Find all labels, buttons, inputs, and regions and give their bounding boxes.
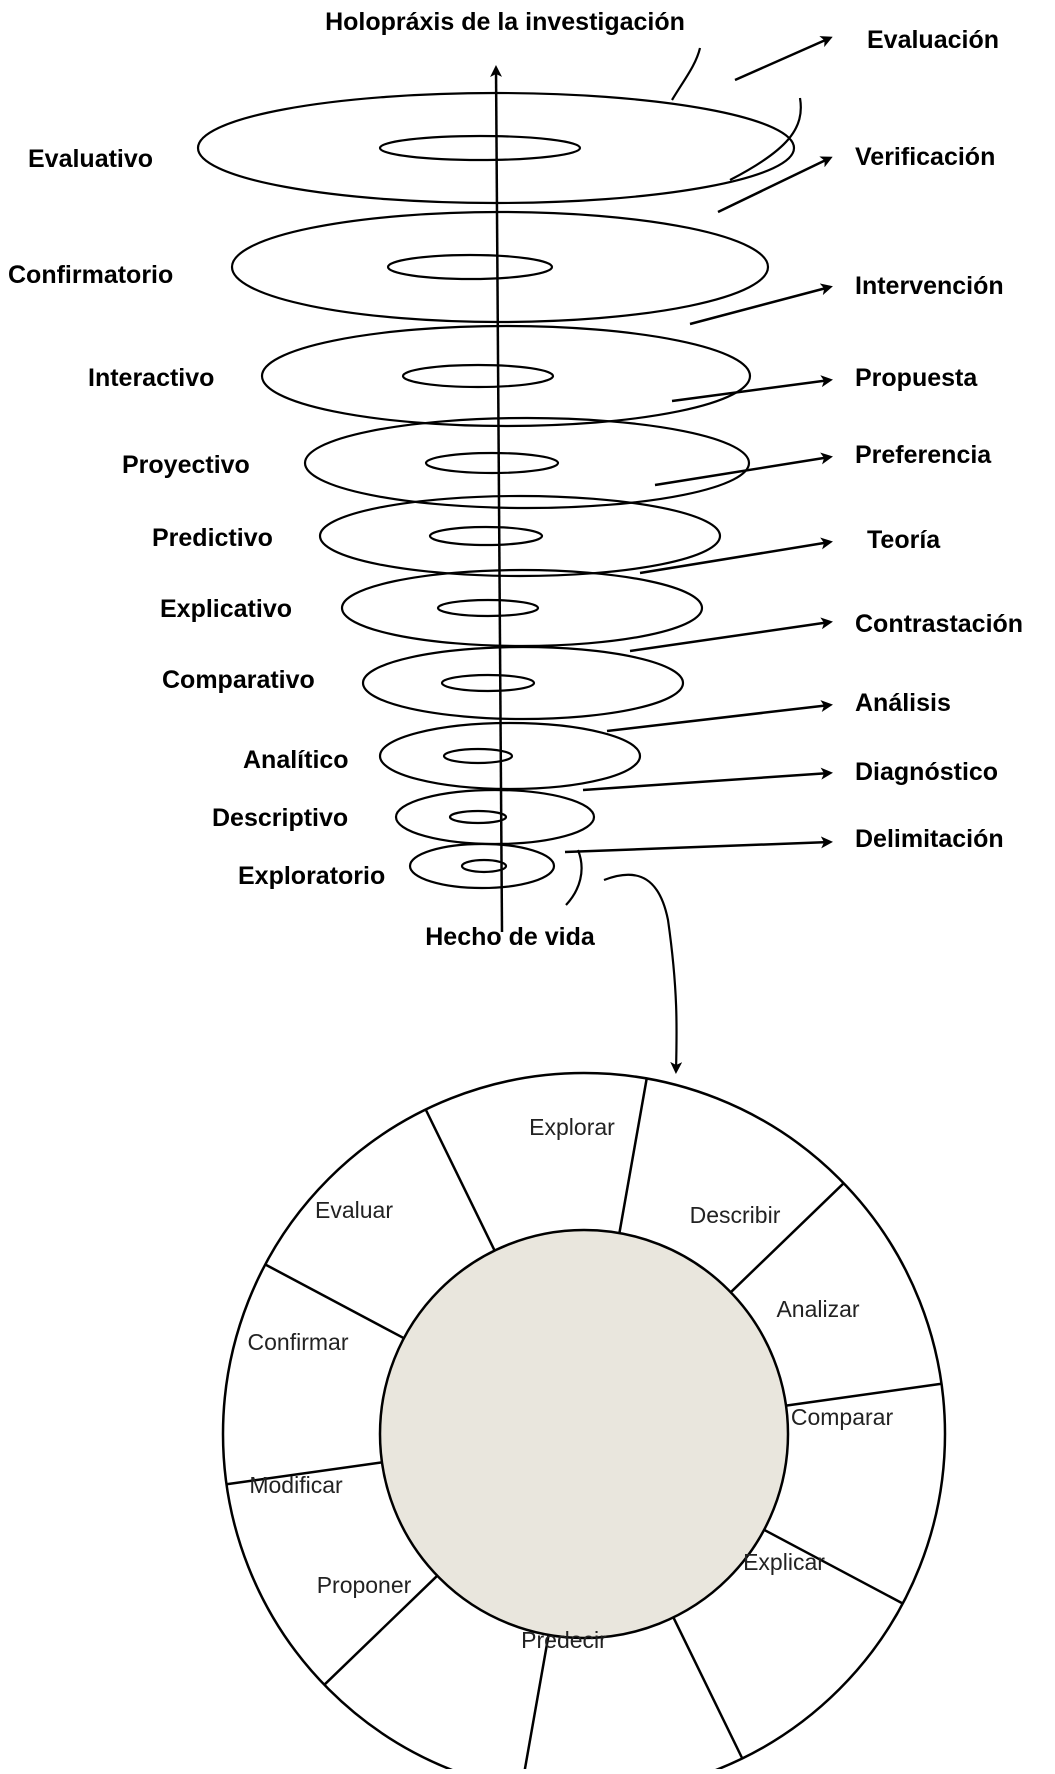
spiral-inner-loop-7	[440, 673, 536, 693]
wheel-segment-label: Confirmar	[248, 1329, 349, 1355]
diagram-title: Holopráxis de la investigación	[325, 8, 685, 36]
phase-label: Delimitación	[855, 825, 1004, 853]
wheel-segment-label: Proponer	[317, 1572, 412, 1598]
level-label: Interactivo	[88, 364, 214, 392]
spiral-inner-loop-6	[436, 598, 540, 618]
spiral-coil-6	[340, 568, 704, 648]
level-label: Comparativo	[162, 666, 315, 694]
phase-arrow	[671, 375, 833, 403]
spiral-inner-loop-5	[428, 525, 544, 547]
wheel-divider	[323, 1574, 439, 1686]
spiral-inner-loop-4	[424, 451, 560, 475]
base-label: Hecho de vida	[425, 923, 596, 951]
phase-arrow	[689, 283, 833, 326]
wheel-segment-label: Comparar	[791, 1404, 894, 1430]
phase-arrow	[639, 537, 833, 575]
phase-arrow	[582, 767, 833, 792]
phase-label: Análisis	[855, 689, 951, 717]
spiral-coil-5	[318, 494, 722, 578]
spiral-coil-4	[303, 416, 751, 510]
wheel-divider	[522, 1634, 550, 1774]
level-label: Proyectivo	[122, 451, 250, 479]
phase-arrow	[606, 700, 833, 733]
phase-label: Intervención	[855, 272, 1004, 300]
spiral-coil-2	[230, 210, 770, 324]
phase-label: Contrastación	[855, 610, 1023, 638]
wheel-divider	[618, 1078, 648, 1234]
level-label: Analítico	[243, 746, 349, 774]
vertical-axis-arrow	[490, 65, 504, 933]
spiral-coils	[196, 47, 802, 906]
phase-arrow	[564, 836, 833, 854]
phase-label: Propuesta	[855, 364, 978, 392]
phase-label: Verificación	[855, 143, 995, 171]
spiral-inner-loop-9	[448, 809, 508, 825]
wheel-divider	[729, 1182, 845, 1294]
left-level-labels: Evaluativo Confirmatorio Interactivo Pro…	[8, 145, 385, 890]
spiral-coil-7	[361, 645, 685, 721]
spiral-inner-loop-1	[378, 134, 582, 162]
wheel-center-hub	[378, 1228, 790, 1640]
right-phase-arrows	[564, 36, 833, 854]
spiral-base-tail	[565, 849, 583, 906]
phase-label: Diagnóstico	[855, 758, 998, 786]
spiral-coil-10	[408, 842, 556, 890]
wheel-segment-label: Analizar	[776, 1296, 859, 1322]
wheel-divider	[424, 1108, 496, 1252]
phase-arrow	[654, 452, 833, 487]
phase-arrow	[717, 156, 833, 214]
phase-label: Evaluación	[867, 26, 999, 54]
wheel-segment-label: Explicar	[743, 1549, 825, 1575]
level-label: Confirmatorio	[8, 261, 173, 289]
wheel-divider	[264, 1263, 405, 1340]
wheel-dividers	[226, 1078, 942, 1774]
wheel-segment-label: Describir	[690, 1202, 781, 1228]
level-label: Descriptivo	[212, 804, 348, 832]
phase-arrow	[734, 36, 833, 82]
spiral-coil-9	[394, 788, 596, 846]
level-label: Predictivo	[152, 524, 273, 552]
wheel-divider	[785, 1382, 942, 1407]
spiral-inner-loop-8	[442, 747, 514, 765]
level-label: Exploratorio	[238, 862, 385, 890]
right-phase-labels: Evaluación Verificación Intervención Pro…	[855, 26, 1023, 853]
wheel-divider	[763, 1528, 904, 1605]
spiral-coil-8	[378, 721, 642, 791]
level-label: Explicativo	[160, 595, 292, 623]
wheel-segment-label: Explorar	[529, 1114, 615, 1140]
phase-arrow	[629, 617, 833, 653]
wheel-segment-label: Modificar	[249, 1472, 343, 1498]
spiral-tail-2	[729, 97, 802, 181]
spiral-inner-loop-2	[386, 253, 554, 281]
spiral-inner-loop-3	[401, 363, 555, 389]
wheel-segment-labels: Explorar Describir Analizar Comparar Exp…	[248, 1114, 894, 1653]
wheel-segment-label: Evaluar	[315, 1197, 393, 1223]
spiral-tail-1	[671, 47, 702, 101]
wheel-divider	[226, 1461, 383, 1486]
wheel-segment-label: Predecir	[521, 1627, 607, 1653]
level-label: Evaluativo	[28, 145, 153, 173]
connector-arrow	[603, 873, 683, 1074]
spiral-inner-loop-10	[460, 858, 508, 874]
phase-label: Preferencia	[855, 441, 992, 469]
wheel: Explorar Describir Analizar Comparar Exp…	[221, 1071, 947, 1774]
phase-label: Teoría	[867, 526, 941, 554]
wheel-divider	[672, 1616, 744, 1760]
spiral-coil-3	[260, 324, 752, 428]
